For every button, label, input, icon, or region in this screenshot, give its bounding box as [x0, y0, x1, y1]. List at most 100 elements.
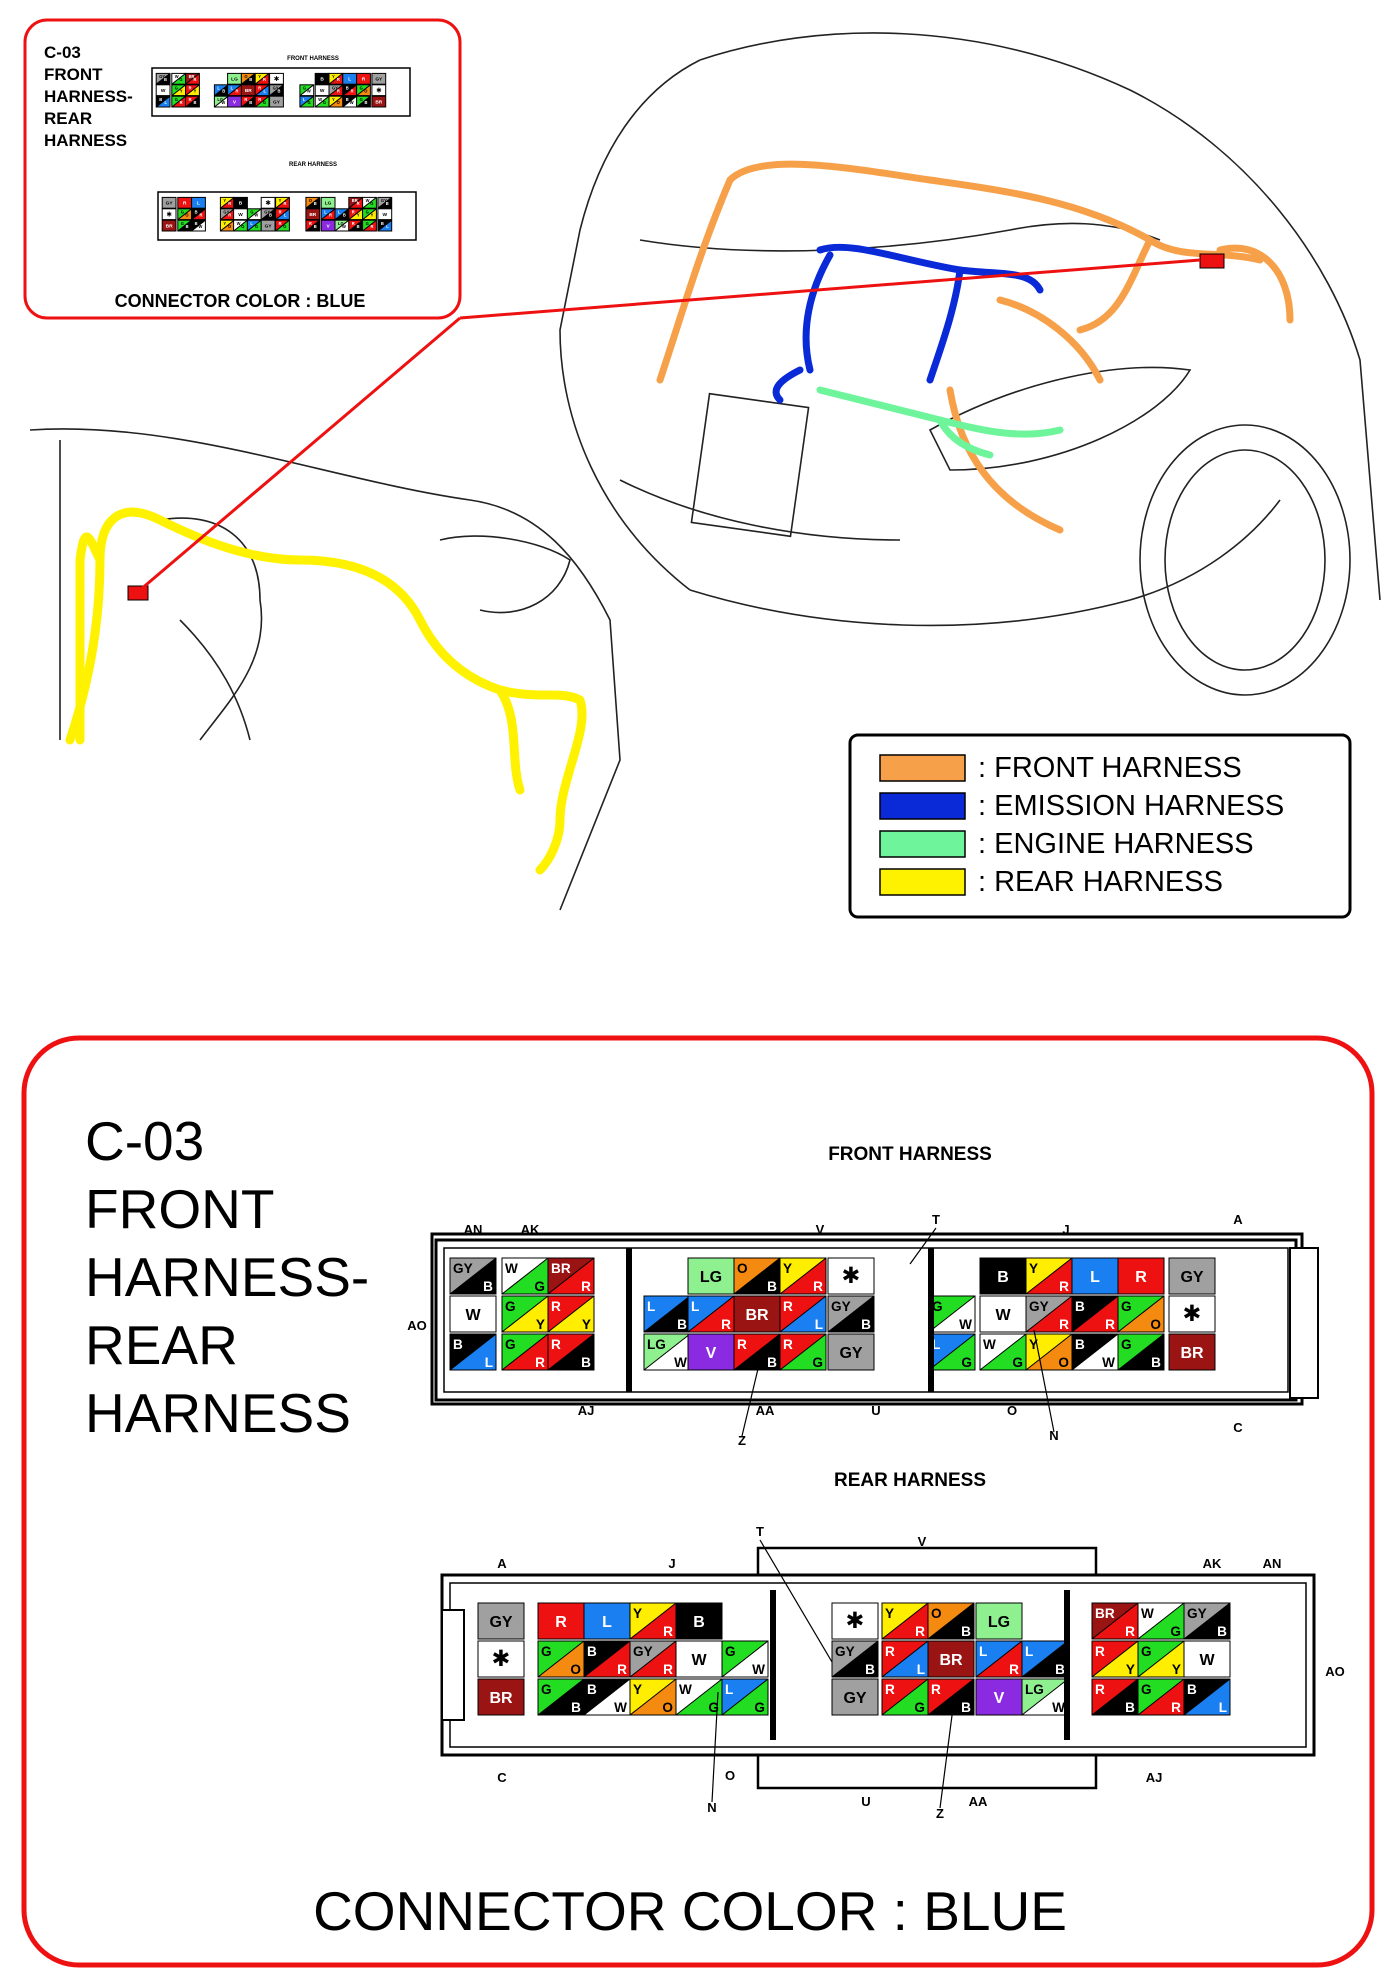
mini-pin: BR	[342, 84, 358, 97]
pin-code-stripe: B	[186, 224, 189, 229]
pin-code-stripe: W	[959, 1317, 972, 1332]
cavity-label: Z	[738, 1433, 746, 1448]
cavity-label: AN	[464, 1222, 483, 1237]
mini-pin: V	[227, 95, 242, 108]
pin-code-stripe: B	[277, 89, 280, 94]
legend-item: : ENGINE HARNESS	[879, 828, 1254, 860]
pin-code-primary: Y	[633, 1682, 642, 1697]
pin-code-primary: G	[932, 1299, 943, 1314]
mini-pin: GY	[362, 208, 377, 221]
pin-code: BR	[375, 99, 382, 105]
cavity-label: J	[1062, 1222, 1069, 1237]
pin-code-primary: W	[983, 1337, 996, 1352]
pin: GB	[1117, 1333, 1165, 1371]
pin-code-primary: R	[352, 221, 355, 226]
pin-code-stripe: B	[1151, 1355, 1161, 1370]
pin: RB	[547, 1333, 595, 1371]
pin-code-primary: L	[231, 85, 234, 90]
mini-pin: LGW	[334, 219, 350, 232]
cavity-label: T	[932, 1212, 940, 1227]
pin: YO	[629, 1678, 677, 1716]
mini-pin: GYB	[260, 208, 276, 221]
pin-code-stripe: R	[199, 213, 202, 218]
pin: GYB	[1183, 1602, 1231, 1640]
mini-pin: GR	[171, 95, 187, 108]
pin-code-stripe: W	[1102, 1355, 1115, 1370]
pin-code-stripe: R	[581, 1279, 591, 1294]
cavity-label: T	[756, 1524, 764, 1539]
pin: RL	[779, 1295, 827, 1333]
pin-code-primary: L	[979, 1644, 987, 1659]
pin-code-stripe: L	[386, 224, 389, 229]
cavity-label: Z	[936, 1806, 944, 1821]
pin: RY	[547, 1295, 595, 1333]
pin-code-primary: Y	[279, 198, 282, 203]
mini-pin: YR	[275, 196, 290, 209]
rear-harness-label: REAR HARNESS	[834, 1470, 986, 1491]
pin: BW	[1071, 1333, 1119, 1371]
pin-code-primary: G	[181, 221, 184, 226]
pin-code-primary: G	[360, 85, 363, 90]
pin: L	[583, 1602, 631, 1640]
pin: R	[1117, 1257, 1165, 1295]
pin-code-stripe: B	[677, 1317, 687, 1332]
engine-harness-wire	[816, 386, 1064, 459]
mini-pin: GYB	[377, 196, 393, 209]
pin-code: GY	[843, 1690, 866, 1707]
svg-text:REAR: REAR	[44, 109, 92, 128]
pin: R	[537, 1602, 585, 1640]
pin-code-stripe: L	[485, 1355, 493, 1370]
mini-pin: LB	[213, 84, 229, 97]
connector-latch	[441, 1609, 465, 1721]
pin-code-primary: G	[505, 1337, 516, 1352]
pin-code: V	[326, 223, 330, 229]
mini-pin: RB	[305, 219, 321, 232]
pin-code-primary: R	[783, 1337, 793, 1352]
pin-code: W	[320, 88, 325, 94]
pin-code-stripe: B	[386, 201, 389, 206]
pin-code: R	[362, 77, 366, 83]
pin: V	[975, 1678, 1023, 1716]
pin-code-stripe: R	[535, 1355, 545, 1370]
pin-code-stripe: L	[1219, 1700, 1227, 1715]
pin-code-primary: Y	[332, 97, 335, 102]
legend-label-front: : FRONT HARNESS	[978, 752, 1242, 784]
pin-code-stripe: R	[228, 213, 231, 218]
mini-pin: LR	[227, 84, 242, 97]
pin-code-primary: G	[175, 97, 178, 102]
pin-code-stripe: R	[357, 201, 360, 206]
front-harness-wire	[656, 160, 1294, 534]
pin-code-primary: R	[279, 209, 282, 214]
pin-code-stripe: B	[865, 1662, 875, 1677]
connector-color-caption: CONNECTOR COLOR : BLUE	[313, 1880, 1067, 1942]
mini-pin: GR	[362, 219, 377, 232]
mini-pin: YO	[328, 95, 344, 108]
pin-code-stripe: G	[708, 1700, 719, 1715]
mini-pin: L	[191, 196, 206, 209]
pin: ✱	[477, 1640, 525, 1678]
mini-pin: RY	[348, 208, 364, 221]
pin-code-stripe: G	[914, 1700, 925, 1715]
mini-pin: GW	[246, 208, 262, 221]
pin-code-primary: G	[505, 1299, 516, 1314]
pin-code-primary: B	[1187, 1682, 1197, 1697]
pin-code-primary: GY	[332, 85, 338, 90]
pin-code-stripe: B	[314, 201, 317, 206]
pin-code-stripe: G	[241, 224, 244, 229]
pin-code-primary: GY	[835, 1644, 855, 1659]
pin-code: R	[183, 201, 187, 207]
pin-code-primary: R	[309, 221, 312, 226]
mini-pin: GY	[371, 72, 387, 85]
engine-bay-illustration	[559, 32, 1381, 696]
pin-code-primary: GY	[223, 209, 229, 214]
mini-pin: GYB	[155, 72, 171, 85]
mini-pin: LR	[320, 208, 336, 221]
connector-latch	[1289, 1247, 1319, 1399]
emission-harness-wire	[772, 243, 1044, 404]
pin-code-stripe: W	[221, 100, 225, 105]
pin: LR	[975, 1640, 1023, 1678]
pin-code-primary: GY	[453, 1261, 473, 1276]
pin-code: GY	[839, 1345, 862, 1362]
pin: RY	[1091, 1640, 1139, 1678]
pin-code-stripe: G	[323, 100, 326, 105]
